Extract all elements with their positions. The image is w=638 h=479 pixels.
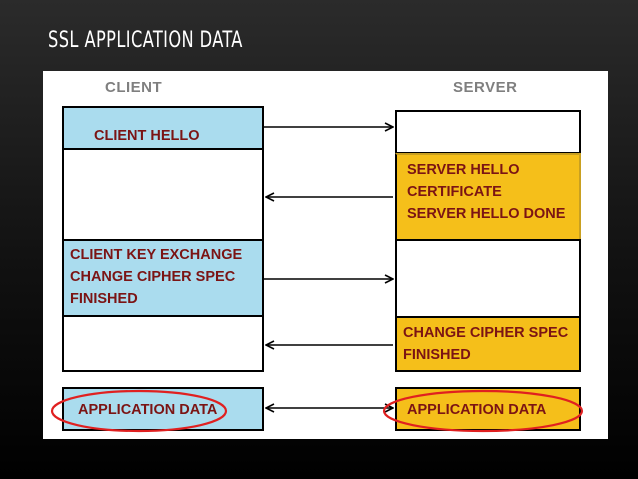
client-key-exchange-line-2: CHANGE CIPHER SPEC: [70, 269, 236, 285]
handshake-diagram: CLIENT SERVER CLIENT HELLO CLIENT KEY EX…: [43, 71, 608, 439]
server-hello-line-1: SERVER HELLO: [407, 162, 520, 178]
client-key-exchange-line-3: FINISHED: [70, 291, 138, 307]
slide-title: SSL APPLICATION DATA: [48, 28, 243, 53]
server-column-header: SERVER: [453, 79, 518, 96]
server-application-data-label: APPLICATION DATA: [407, 402, 547, 418]
server-application-data-highlight: [382, 389, 584, 433]
client-application-data-highlight: [50, 389, 228, 433]
client-empty-box-2: [62, 315, 264, 372]
client-key-exchange-line-1: CLIENT KEY EXCHANGE: [70, 247, 243, 263]
client-hello-label: CLIENT HELLO: [94, 128, 200, 144]
server-hello-line-2: CERTIFICATE: [407, 184, 502, 200]
server-change-cipher-box: CHANGE CIPHER SPEC FINISHED: [395, 316, 581, 372]
arrows-overlay: [50, 71, 584, 433]
server-change-cipher-line-1: CHANGE CIPHER SPEC: [403, 325, 569, 341]
server-empty-box-2: [395, 239, 581, 318]
client-empty-box-1: [62, 148, 264, 241]
server-change-cipher-line-2: FINISHED: [403, 347, 471, 363]
client-application-data-label: APPLICATION DATA: [78, 402, 218, 418]
client-column-header: CLIENT: [105, 79, 163, 96]
client-hello-box: CLIENT HELLO: [62, 106, 264, 150]
server-hello-line-3: SERVER HELLO DONE: [407, 206, 566, 222]
server-hello-box: SERVER HELLO CERTIFICATE SERVER HELLO DO…: [395, 153, 581, 241]
